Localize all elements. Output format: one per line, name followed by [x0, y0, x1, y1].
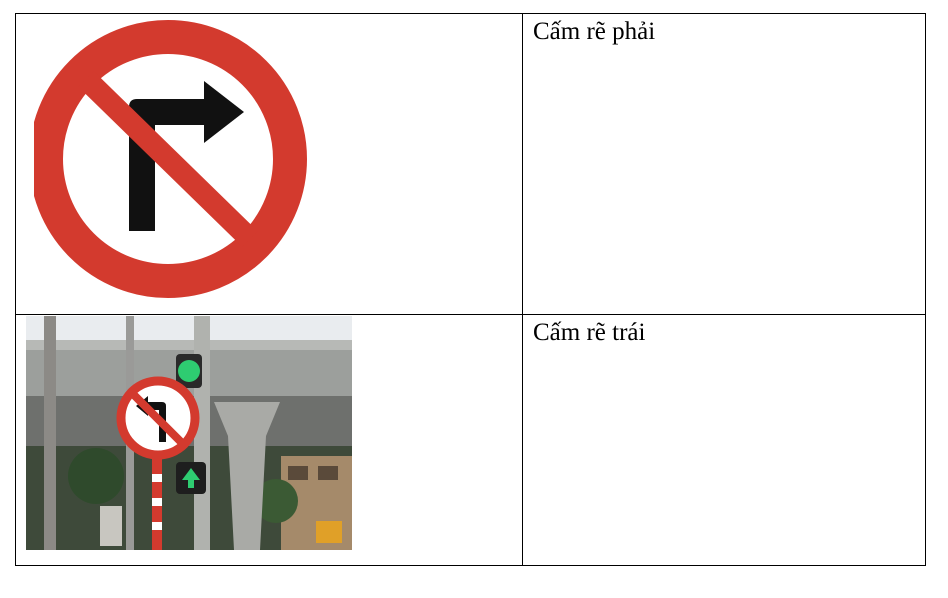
caption-cell: Cấm rẽ trái — [522, 314, 926, 566]
traffic-sign-table: Cấm rẽ phải — [15, 13, 926, 566]
image-cell — [15, 13, 523, 315]
no-left-turn-sign-photo — [26, 316, 352, 550]
caption-cell: Cấm rẽ phải — [522, 13, 926, 315]
sign-caption: Cấm rẽ trái — [533, 319, 646, 346]
sign-caption: Cấm rẽ phải — [533, 18, 656, 45]
image-cell — [15, 314, 523, 566]
table-row: Cấm rẽ trái — [15, 314, 926, 566]
no-right-turn-sign-icon — [34, 19, 324, 299]
table-row: Cấm rẽ phải — [15, 13, 926, 315]
